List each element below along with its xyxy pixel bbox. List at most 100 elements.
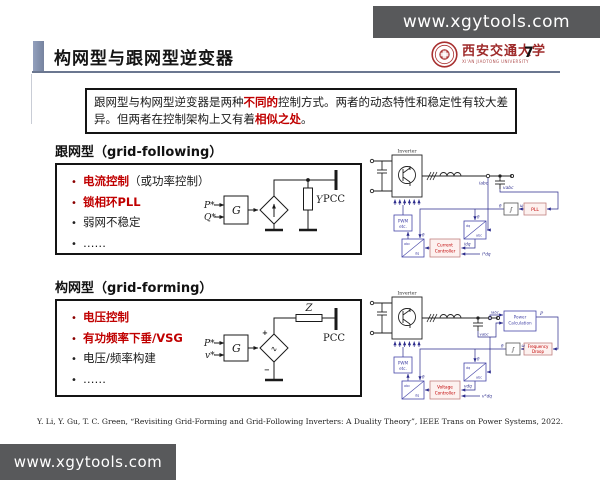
watermark-top: www.xgytools.com: [373, 6, 600, 38]
grid-following-bullets: •电流控制（或功率控制） •锁相环PLL •弱网不稳定 •……: [57, 172, 360, 254]
gfl-power-path: [369, 154, 515, 198]
gfl-pcc-label: PCC: [323, 194, 345, 205]
gfm-gain-label: G: [232, 342, 241, 355]
gfm-control-wires: [393, 313, 559, 398]
gfm-pwm-label-2: etc.: [399, 366, 407, 371]
gfl-vabc-label: vabc: [503, 185, 514, 191]
university-logo: 西安交通大学 XI'AN JIAOTONG UNIVERSITY: [431, 41, 546, 68]
gfm-omega-label: ω: [522, 343, 526, 348]
gfm-theta-label-3: θ: [422, 375, 425, 380]
bullet-ellipsis: •……: [71, 234, 360, 255]
gfm-frame-abc2dq-in: dq: [466, 366, 470, 370]
left-border-tick: [31, 74, 32, 124]
gfm-inverter-label: Inverter: [397, 291, 417, 297]
university-name-cn: 西安交通大学: [462, 44, 547, 59]
title-accent-bar: [33, 41, 44, 72]
gfl-theta-label: θ: [499, 204, 502, 209]
gfm-frame-abc2dq-out: abc: [476, 376, 482, 380]
gfl-controller-label-1: Current: [437, 243, 453, 248]
gfl-omega-label: ω: [520, 203, 524, 208]
grid-forming-heading: 构网型（grid-forming）: [55, 281, 213, 296]
intro-part2: 控制方式。两者的动态特性和稳定性有较大差异。但两者在控制架构上又有着: [94, 95, 508, 126]
gfm-power-path: [369, 296, 501, 340]
gfm-droop-label-1: Frequency: [528, 344, 549, 349]
university-name-en: XI'AN JIAOTONG UNIVERSITY: [462, 59, 529, 64]
gfl-theta-label-2: θ: [477, 215, 480, 220]
gfl-frame-abc2dq-out: abc: [476, 234, 482, 238]
page-number: 7: [524, 45, 534, 61]
bullet-dot: •: [71, 177, 77, 188]
gfm-minus-sign: −: [264, 366, 270, 374]
gfl-idq-ref-label: i*dq: [482, 252, 491, 257]
gfl-pwm-label-1: PWM: [398, 219, 409, 224]
gfl-blocks: [393, 202, 547, 258]
gfl-inverter-label: Inverter: [397, 149, 417, 155]
page-title: 构网型与跟网型逆变器: [54, 49, 234, 69]
watermark-text: www.xgytools.com: [13, 453, 163, 471]
gfl-frame-abc2dq-in: dq: [466, 224, 470, 228]
bullet-dot: •: [71, 218, 77, 229]
bullet-ellipsis: •……: [71, 370, 360, 391]
bullet-dot: •: [71, 197, 77, 209]
bullet-current-control: •电流控制（或功率控制）: [71, 172, 360, 193]
citation-text: Y. Li, Y. Gu, T. C. Green, “Revisiting G…: [36, 417, 564, 426]
header-divider: [32, 71, 560, 73]
gfm-power-calc-label-2: Calculation: [508, 321, 532, 326]
gfm-pcc-label: PCC: [323, 333, 345, 344]
gfl-theta-label-3: θ: [422, 233, 425, 238]
gfm-theta-label: θ: [501, 344, 504, 349]
bullet-pll: •锁相环PLL: [71, 193, 360, 214]
bullet-droop-vsg: •有功频率下垂/VSG: [71, 329, 360, 350]
bullet-dot: •: [71, 354, 77, 365]
gfm-frame-dq2abc-in: abc: [404, 384, 410, 388]
university-name: 西安交通大学 XI'AN JIAOTONG UNIVERSITY: [462, 44, 547, 65]
gfm-iabc-label: iabc: [491, 310, 500, 315]
gfm-plus-sign: +: [262, 329, 268, 337]
university-seal-icon: [431, 41, 458, 68]
gfm-vabc-label: vabc: [480, 332, 490, 337]
watermark-text: www.xgytools.com: [402, 12, 571, 32]
gfm-vdq-label: vdq: [464, 384, 472, 389]
gfm-controller-label-2: Controller: [435, 391, 456, 396]
gfl-integrator-label: ∫: [509, 207, 512, 214]
gfm-controller-label-1: Voltage: [437, 385, 453, 390]
bullet-voltage-control: •电压控制: [71, 308, 360, 329]
bullet-dot: •: [71, 238, 77, 250]
gfm-circuit-wires: [214, 308, 338, 382]
gfm-blocks: [393, 310, 553, 400]
gfl-frame-dq2abc-in: abc: [404, 242, 410, 246]
gfm-input-p-label: P*: [203, 339, 215, 349]
gfl-pwm-label-2: etc.: [399, 224, 407, 229]
bullet-dot: •: [71, 374, 77, 386]
gfm-input-v-label: v*: [205, 351, 215, 361]
grid-forming-circuit: P* v* G ∿ + − Z PCC: [203, 303, 345, 382]
gfl-input-q-label: Q*: [204, 213, 216, 223]
bullet-weak-grid: •弱网不稳定: [71, 213, 360, 234]
intro-text-box: 跟网型与构网型逆变器是两种不同的控制方式。两者的动态特性和稳定性有较大差异。但两…: [85, 88, 517, 134]
gfl-controller-label-2: Controller: [435, 249, 456, 254]
intro-part1: 跟网型与构网型逆变器是两种: [94, 95, 244, 109]
gfl-admittance-label: Y: [316, 195, 324, 206]
gfl-pll-label: PLL: [531, 207, 539, 213]
gfm-pwm-label-1: PWM: [398, 361, 409, 366]
gfl-input-p-label: P*: [203, 201, 215, 211]
gfm-impedance-label: Z: [305, 303, 314, 314]
gfm-integrator-label: ∫: [511, 347, 514, 354]
gfm-vdq-ref-label: v*dq: [482, 394, 492, 399]
gfm-source-symbol: ∿: [271, 345, 278, 354]
gfm-theta-label-2: θ: [477, 357, 480, 362]
gfl-control-wires: [393, 178, 559, 256]
bullet-dot: •: [71, 333, 77, 345]
intro-part3: 。: [301, 112, 313, 126]
gfm-droop-label-2: Droop: [532, 349, 545, 354]
grid-following-box: •电流控制（或功率控制） •锁相环PLL •弱网不稳定 •……: [55, 163, 362, 255]
gfl-circuit-wires: [214, 170, 338, 232]
grid-following-circuit: P* Q* G Y PCC: [203, 170, 345, 232]
gfl-gain-label: G: [232, 204, 241, 217]
gfm-frame-dq2abc-out: dq: [415, 394, 419, 398]
gfl-iabc-label: iabc: [479, 181, 489, 187]
bullet-dot: •: [71, 313, 77, 324]
gfl-idq-label: idq: [464, 242, 471, 247]
grid-following-control-diagram: Inverter PWM etc. Current Controller PLL…: [369, 149, 559, 258]
